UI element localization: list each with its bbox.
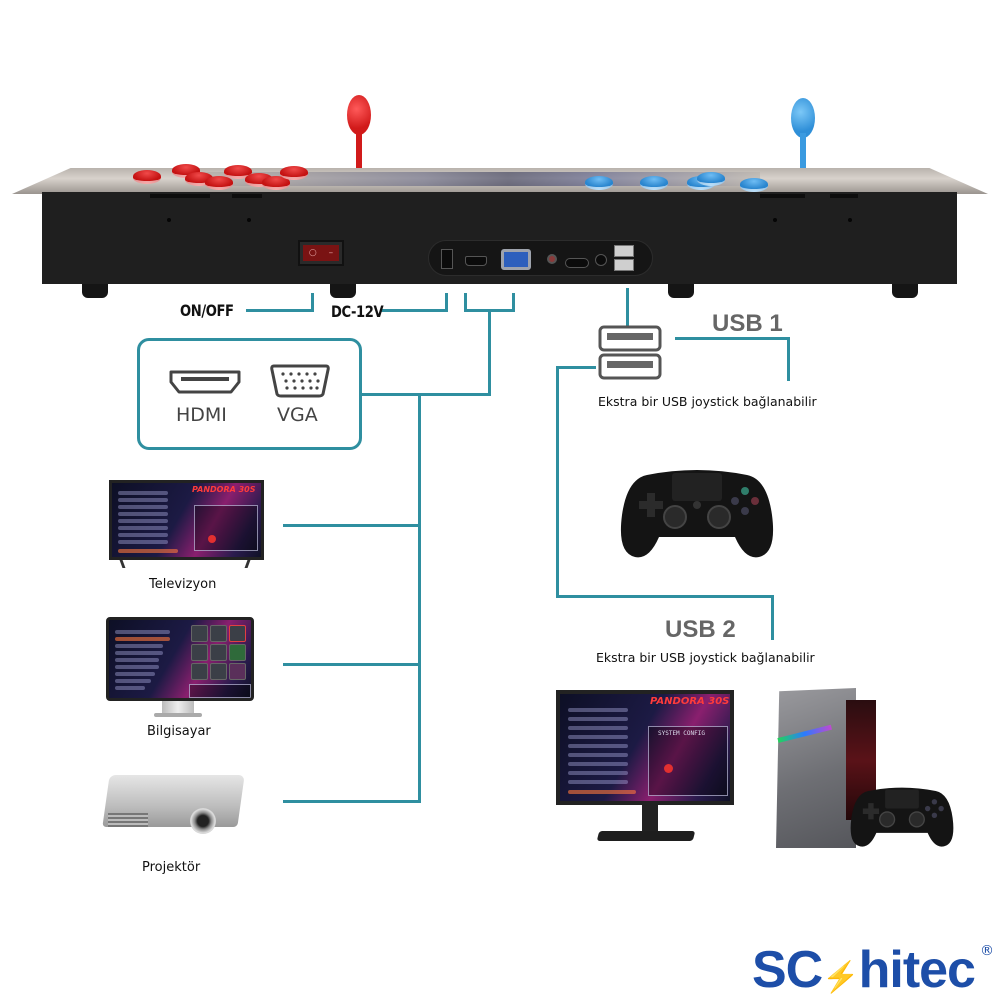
red-action-button: [224, 165, 252, 179]
speaker-slot: [150, 194, 210, 198]
console-foot: [668, 284, 694, 298]
computer-screen: [106, 617, 254, 701]
usb-port-2[interactable]: [614, 259, 634, 271]
line-usb2: [556, 366, 596, 369]
line-trunk: [418, 393, 421, 803]
speaker-slot: [232, 194, 262, 198]
blue-joystick-ball: [791, 98, 815, 138]
tv-screen-logo: PANDORA 30S: [192, 485, 256, 494]
dc-power-port[interactable]: [441, 249, 453, 269]
blue-action-button: [640, 176, 668, 190]
red-action-button: [205, 176, 233, 190]
line-usb2: [771, 595, 774, 640]
line-on-off: [246, 309, 314, 312]
usb-port-1[interactable]: [614, 245, 634, 257]
speaker-slot: [760, 194, 805, 198]
usb1-title: USB 1: [712, 310, 783, 337]
usb2-caption: Ekstra bir USB joystick bağlanabilir: [596, 650, 815, 665]
audio-port[interactable]: [547, 254, 557, 264]
lightning-icon: ⚡: [822, 961, 859, 994]
screw-hole: [848, 218, 852, 222]
projector-label: Projektör: [142, 860, 201, 875]
computer-stand: [162, 701, 194, 713]
line-dc: [445, 293, 448, 311]
line-projector: [283, 800, 421, 803]
monitor-stand-base: [596, 831, 696, 841]
vga-icon: [270, 364, 330, 398]
line-dc: [380, 309, 448, 312]
config-title: SYSTEM CONFIG: [658, 730, 705, 737]
registered-mark: ®: [980, 943, 994, 959]
gamepad-icon: [850, 787, 954, 847]
headphone-jack[interactable]: [595, 254, 607, 266]
computer-stand-base: [154, 713, 202, 717]
monitor-stand: [642, 805, 658, 831]
line-usb: [626, 288, 629, 326]
red-joystick-ball: [347, 95, 371, 135]
line-video: [362, 393, 491, 396]
line-usb2: [556, 366, 559, 598]
hdmi-icon: [169, 370, 241, 394]
tv-leg: [244, 560, 251, 568]
sd-card-slot[interactable]: [565, 258, 589, 268]
on-off-label: ON/OFF: [180, 301, 234, 320]
console-top-artwork: [200, 172, 760, 186]
console-foot: [892, 284, 918, 298]
console-foot: [330, 284, 356, 298]
screw-hole: [773, 218, 777, 222]
off-symbol-icon: ○: [308, 248, 317, 258]
usb-ports-icon: [598, 325, 662, 380]
line-video: [488, 309, 491, 395]
blue-action-button: [585, 176, 613, 190]
line-usb2: [556, 595, 774, 598]
red-action-button: [280, 166, 308, 180]
screw-hole: [247, 218, 251, 222]
blue-action-button: [740, 178, 768, 192]
usb2-title: USB 2: [665, 616, 736, 643]
line-usb1: [675, 337, 790, 340]
projector-vent: [108, 813, 148, 827]
gamepad-icon: [620, 470, 774, 558]
hdmi-port[interactable]: [465, 256, 487, 266]
screw-hole: [167, 218, 171, 222]
console-foot: [82, 284, 108, 298]
tv-label: Televizyon: [149, 577, 217, 592]
blue-action-button: [697, 172, 725, 186]
line-usb1: [787, 337, 790, 381]
on-symbol-icon: –: [328, 248, 334, 258]
gaming-monitor-screen: PANDORA 30S SYSTEM CONFIG: [556, 690, 734, 805]
hdmi-label: HDMI: [176, 404, 227, 426]
tv-screen: PANDORA 30S: [109, 480, 264, 560]
computer-label: Bilgisayar: [147, 724, 211, 739]
projector-lens: [190, 808, 216, 834]
brand-name-part2: hitec: [858, 941, 976, 999]
line-tv: [283, 524, 421, 527]
line-on-off: [311, 293, 314, 311]
line-video: [512, 293, 515, 311]
vga-label: VGA: [277, 404, 318, 426]
blue-joystick-shaft: [800, 133, 806, 175]
dc-12v-label: DC-12V: [331, 302, 384, 321]
monitor-screen-logo: PANDORA 30S: [650, 696, 730, 707]
pc-tower: [776, 688, 856, 848]
power-switch[interactable]: ○–: [298, 240, 344, 266]
line-video: [464, 293, 467, 311]
speaker-slot: [830, 194, 858, 198]
vga-port[interactable]: [501, 249, 531, 270]
red-action-button: [133, 170, 161, 184]
tv-leg: [119, 560, 126, 568]
red-joystick-shaft: [356, 130, 362, 175]
brand-name-part1: SC: [752, 941, 823, 999]
video-output-box: HDMI VGA: [137, 338, 362, 450]
line-computer: [283, 663, 421, 666]
brand-logo: SC⚡hitec: [752, 940, 976, 1000]
usb1-caption: Ekstra bir USB joystick bağlanabilir: [598, 394, 817, 409]
red-action-button: [262, 176, 290, 190]
